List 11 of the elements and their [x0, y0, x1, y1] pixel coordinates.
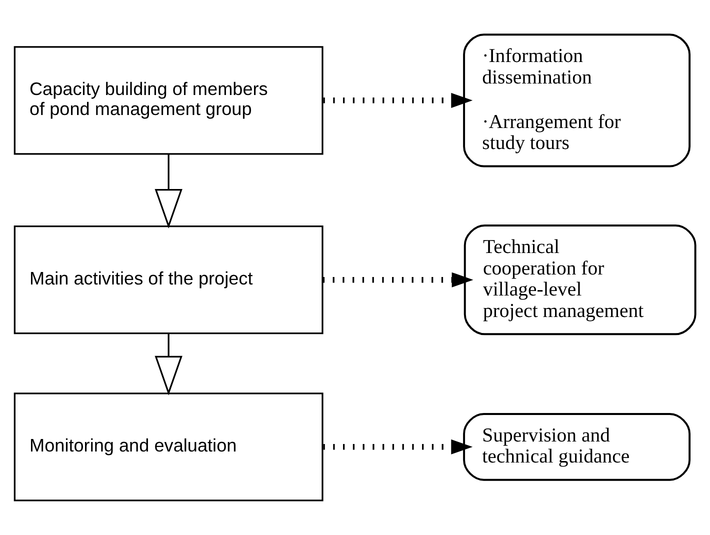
arrow	[323, 439, 473, 454]
node-box: Capacity building of members of pond management group	[14, 46, 324, 155]
arrow	[322, 272, 474, 288]
arrow	[154, 334, 182, 396]
node-box: Monitoring and evaluation	[14, 392, 324, 502]
node-box: Technical cooperation for village-level project management	[464, 224, 696, 336]
arrow	[323, 92, 473, 108]
node-box: ·Information dissemination ·Arrangement for study tours	[463, 34, 691, 168]
node-box: Main activities of the project	[14, 226, 324, 334]
node-box: Supervision and technical guidance	[463, 413, 691, 481]
arrow	[154, 154, 182, 229]
